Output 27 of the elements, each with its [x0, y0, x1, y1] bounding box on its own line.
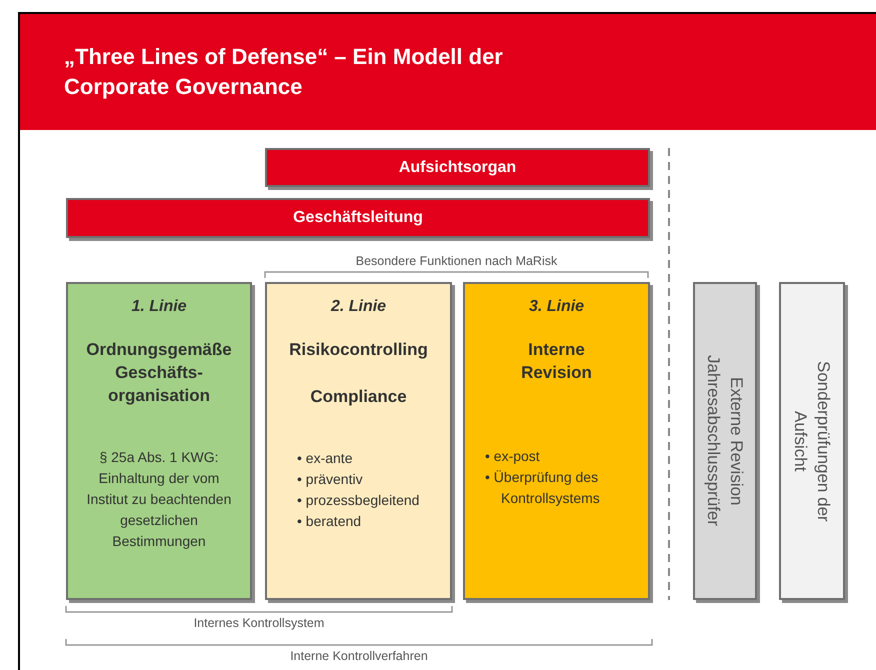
function-title: Compliance [309, 386, 408, 408]
title: „Three Lines of Defense“ – Ein Modell der Corporate Governance [64, 43, 504, 101]
bullet-item: • beratend [297, 512, 362, 531]
bullet-item: • Überprüfung des Kontrollsystems [485, 468, 601, 508]
external-audit-box [779, 282, 845, 600]
line-number: 3. Linie [528, 298, 586, 316]
organ-bar [66, 198, 650, 238]
external-audit-box [693, 282, 757, 600]
bracket-label: Besondere Funktionen nach MaRisk [354, 254, 558, 268]
bullet-item: • präventiv [297, 470, 364, 489]
function-title: Risikocontrolling [288, 339, 429, 361]
organ-name: Aufsichtsorgan [398, 158, 516, 176]
bracket-label: Internes Kontrollsystem [192, 616, 326, 630]
legal-basis-text: § 25a Abs. 1 KWG: Einhaltung der vom Institut zu beachtenden gesetzlichen Bestimmungen [86, 448, 232, 551]
function-title: Ordnungsgemäße Geschäfts- organisation [85, 339, 233, 407]
function-title: Interne Revision [520, 339, 593, 384]
line-number: 2. Linie [330, 298, 388, 316]
organ-name: Geschäftsleitung [293, 209, 423, 227]
organ-bar [265, 148, 650, 187]
line-number: 1. Linie [130, 298, 188, 316]
vertical-text: Sonderprüfungen der Aufsicht [790, 360, 834, 524]
bracket-label: Interne Kontrollverfahren [289, 649, 429, 663]
bullet-item: • prozessbegleitend [297, 491, 420, 510]
vertical-text: Jahresabschlussprüfer [703, 355, 724, 527]
bullet-item: • ex-ante [297, 449, 354, 468]
vertical-text: Externe Revision [726, 376, 747, 508]
bullet-item: • ex-post [485, 447, 541, 466]
